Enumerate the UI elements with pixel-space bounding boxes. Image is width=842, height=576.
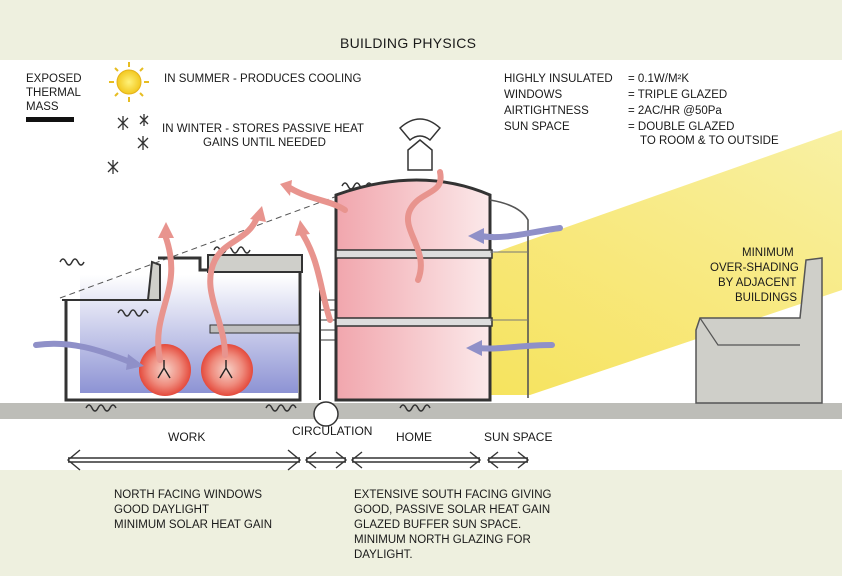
home-block	[334, 178, 492, 402]
legend-winter-text-2: GAINS UNTIL NEEDED	[203, 137, 326, 149]
legend-mass-label-2: THERMAL	[26, 87, 81, 99]
snowflake-icon	[107, 114, 149, 174]
legend-mass-label-3: MASS	[26, 101, 59, 113]
diagram-title: BUILDING PHYSICS	[340, 35, 477, 51]
spec-value: = TRIPLE GLAZED	[628, 89, 728, 101]
south-note-3: GLAZED BUFFER SUN SPACE.	[354, 519, 522, 531]
spec-continuation: TO ROOM & TO OUTSIDE	[640, 135, 779, 147]
spec-label: AIRTIGHTNESS	[504, 105, 589, 117]
overshading-text-3: BY ADJACENT	[718, 277, 797, 289]
legend-summer-text: IN SUMMER - PRODUCES COOLING	[164, 73, 362, 85]
adjacent-building	[695, 257, 823, 404]
zone-label-home: HOME	[396, 430, 432, 444]
north-note-2: GOOD DAYLIGHT	[114, 504, 209, 516]
north-note-1: NORTH FACING WINDOWS	[114, 489, 263, 501]
spec-value: = DOUBLE GLAZED	[628, 121, 735, 133]
legend-winter-text-1: IN WINTER - STORES PASSIVE HEAT	[162, 123, 364, 135]
spec-value: = 2AC/HR @50Pa	[628, 105, 722, 117]
spec-label: HIGHLY INSULATED	[504, 73, 613, 85]
overshading-text-4: BUILDINGS	[735, 292, 797, 304]
zone-label-sun-space: SUN SPACE	[484, 430, 553, 444]
roof-cowl	[407, 139, 433, 171]
spec-label: WINDOWS	[504, 89, 563, 101]
thermal-mass-swatch	[26, 117, 74, 122]
zone-label-work: WORK	[168, 430, 206, 444]
south-note-2: GOOD, PASSIVE SOLAR HEAT GAIN	[354, 504, 551, 516]
sun-icon	[109, 62, 149, 102]
zone-arrows	[66, 449, 530, 471]
spec-label: SUN SPACE	[504, 121, 570, 133]
north-note-3: MINIMUM SOLAR HEAT GAIN	[114, 519, 273, 531]
south-note-4: MINIMUM NORTH GLAZING FOR	[354, 534, 531, 546]
spec-value: = 0.1W/M²K	[628, 73, 690, 85]
south-note-5: DAYLIGHT.	[354, 549, 413, 561]
south-note-1: EXTENSIVE SOUTH FACING GIVING	[354, 489, 552, 501]
zone-label-circulation: CIRCULATION	[292, 424, 373, 438]
legend-mass-label-1: EXPOSED	[26, 73, 82, 85]
overshading-text-2: OVER-SHADING	[710, 262, 799, 274]
overshading-text-1: MINIMUM	[742, 247, 794, 259]
